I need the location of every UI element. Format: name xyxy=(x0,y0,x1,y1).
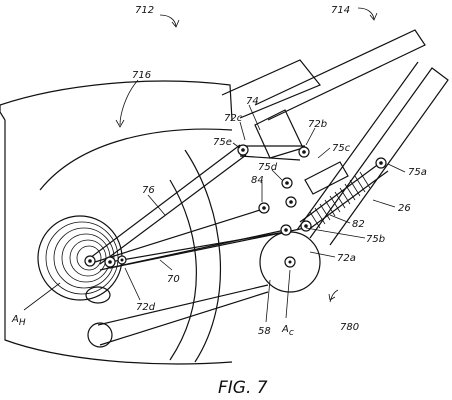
chain-stay-links xyxy=(89,144,306,271)
label-714: 714 xyxy=(331,5,350,16)
label-74: 74 xyxy=(246,96,259,107)
label-76: 76 xyxy=(142,185,155,196)
pivot-75d xyxy=(281,177,293,189)
pivot-nodes xyxy=(84,144,387,268)
label-72c: 72c xyxy=(224,113,243,124)
pivot-84 xyxy=(258,202,270,214)
label-26: 26 xyxy=(398,203,411,214)
label-72d: 72d xyxy=(136,302,156,313)
label-72b: 72b xyxy=(308,119,327,130)
upper-tube xyxy=(221,29,426,121)
leader-lines xyxy=(23,7,406,323)
pivot-75a xyxy=(375,157,387,169)
label-70: 70 xyxy=(167,274,180,285)
shock-spring xyxy=(299,161,389,231)
label-Ac: Ac xyxy=(281,324,294,338)
label-AH: AH xyxy=(11,314,26,328)
label-75a: 75a xyxy=(408,167,427,178)
label-72a: 72a xyxy=(337,253,356,264)
label-780: 780 xyxy=(340,322,359,333)
label-716: 716 xyxy=(132,70,151,81)
label-75c: 75c xyxy=(332,143,351,154)
label-84: 84 xyxy=(251,175,264,186)
label-75b: 75b xyxy=(366,234,385,245)
seat-tube xyxy=(296,61,449,246)
label-82: 82 xyxy=(352,219,365,230)
label-58: 58 xyxy=(258,326,271,337)
label-75d: 75d xyxy=(258,162,278,173)
wheel-rim-arc xyxy=(39,128,233,363)
pivot-rear-3 xyxy=(117,255,127,265)
reference-labels: 712 714 716 74 72c 72b 75e 75c 75d 84 75… xyxy=(11,5,427,338)
pivot-rear-1 xyxy=(84,255,96,267)
label-75e: 75e xyxy=(213,137,232,148)
pivot-75c xyxy=(285,196,297,208)
pivot-72b xyxy=(298,146,310,158)
rear-hub-cassette xyxy=(37,215,123,304)
label-712: 712 xyxy=(135,5,154,16)
frame-outline xyxy=(0,80,233,365)
pivot-75e xyxy=(237,144,249,156)
figure-caption: FIG. 7 xyxy=(218,378,268,398)
pivot-75b xyxy=(280,224,292,236)
pivot-rear-2 xyxy=(104,256,116,268)
pivot-72a xyxy=(300,220,312,232)
